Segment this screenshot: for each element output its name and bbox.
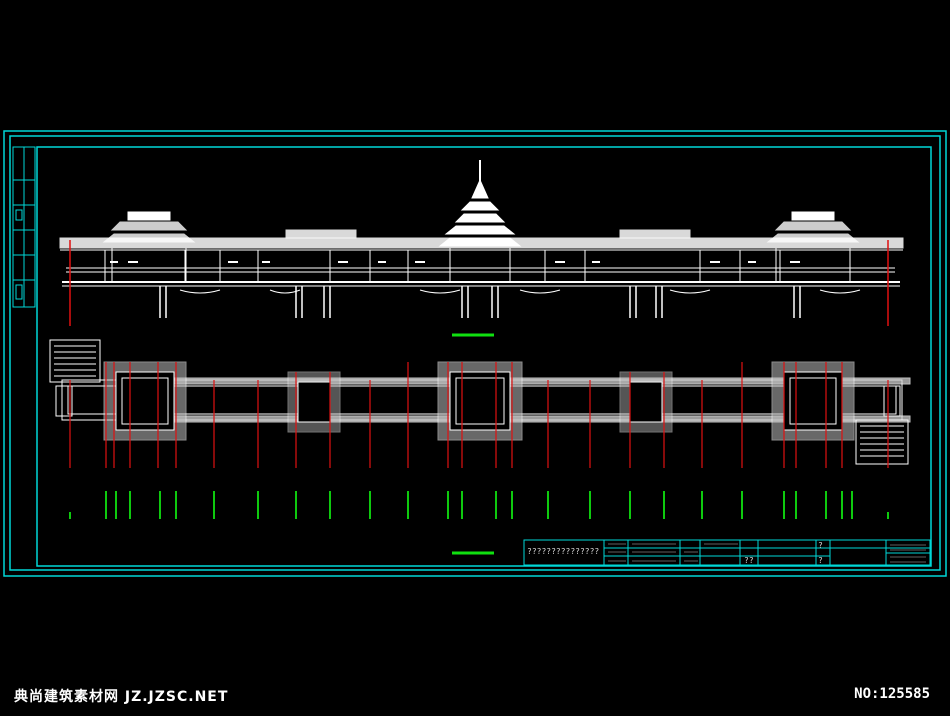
- binding-strip: [12, 146, 36, 308]
- right-stair: [855, 419, 909, 465]
- title-block-fine-text: [608, 543, 926, 563]
- mid-left-gable: [285, 229, 357, 239]
- title-block: [523, 539, 931, 566]
- watermark-number-label: NO:125585: [854, 686, 930, 702]
- plan-axis-lines: [69, 362, 889, 468]
- bridge-piers: [159, 286, 801, 318]
- drawing-name-label: ???????????????: [527, 547, 600, 556]
- right-pavilion: [766, 211, 860, 282]
- corridor-posts: [104, 250, 781, 282]
- drawing-border: [36, 146, 932, 567]
- elevation-view: [59, 160, 904, 318]
- center-pagoda: [438, 160, 522, 282]
- watermark-site-label: 典尚建筑素材网 JZ.JZSC.NET: [14, 689, 229, 705]
- title-block-mark-a: ?: [818, 541, 823, 550]
- arch-curves: [179, 289, 861, 294]
- sheet-outer-frame: [3, 130, 947, 577]
- plan-view: [49, 339, 911, 465]
- sheet-inner-frame: [9, 135, 941, 571]
- elevation-axis-lines: [69, 240, 889, 326]
- left-pavilion: [102, 211, 196, 282]
- mid-right-gable: [619, 229, 691, 239]
- title-block-mark-c: ??: [744, 556, 754, 565]
- left-stair: [49, 339, 101, 383]
- dimension-ticks: [69, 491, 889, 519]
- title-block-mark-b: ?: [818, 556, 823, 565]
